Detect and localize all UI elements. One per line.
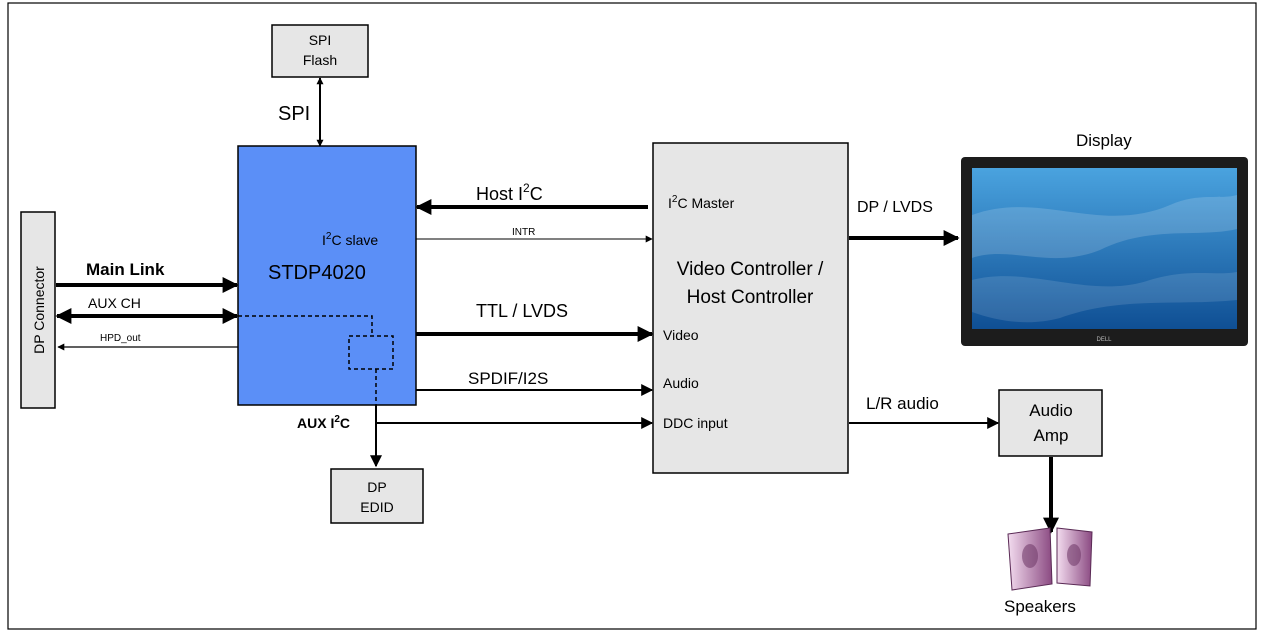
display-label: Display <box>1076 131 1132 150</box>
internal-aux-path <box>238 315 373 336</box>
video-controller-block: I2C Master Video Controller / Host Contr… <box>652 142 849 474</box>
video-controller-line2: Host Controller <box>687 287 814 308</box>
audio-port-label: Audio <box>663 375 699 391</box>
internal-mux <box>348 335 394 370</box>
i2c-slave-label: I2C slave <box>322 231 378 248</box>
dp-edid-line1: DP <box>367 479 386 495</box>
outer-frame <box>7 2 1257 630</box>
dp-edid-line2: EDID <box>360 499 393 515</box>
speakers-label: Speakers <box>1004 597 1076 616</box>
i2c-master-label: I2C Master <box>668 194 735 211</box>
video-port-label: Video <box>663 327 699 343</box>
stdp4020-block: I2C slave STDP4020 <box>237 145 417 406</box>
display-monitor: DELL <box>961 157 1248 346</box>
dp-connector-label: DP Connector <box>31 266 47 354</box>
dp-edid-block: DP EDID <box>330 468 424 524</box>
spi-flash-block: SPI Flash <box>271 24 369 78</box>
dp-lvds-label: DP / LVDS <box>857 199 933 216</box>
video-controller-line1: Video Controller / <box>677 259 824 280</box>
aux-ch-label: AUX CH <box>88 295 141 311</box>
spi-label: SPI <box>278 103 310 125</box>
spi-flash-line1: SPI <box>309 32 332 48</box>
lr-audio-label: L/R audio <box>866 394 939 413</box>
ttl-lvds-label: TTL / LVDS <box>476 301 568 321</box>
stdp4020-label: STDP4020 <box>268 262 366 284</box>
audio-amp-block: Audio Amp <box>998 389 1103 457</box>
ddc-input-label: DDC input <box>663 415 728 431</box>
audio-amp-line1: Audio <box>1029 401 1072 420</box>
main-link-label: Main Link <box>86 260 165 279</box>
host-i2c-label: Host I2C <box>476 181 543 204</box>
audio-amp-line2: Amp <box>1034 426 1069 445</box>
spi-flash-line2: Flash <box>303 52 337 68</box>
dp-connector-block: DP Connector <box>20 211 56 409</box>
aux-i2c-label: AUX I2C <box>297 414 350 431</box>
intr-label: INTR <box>512 227 535 238</box>
speakers-icon <box>1007 527 1093 591</box>
hpd-out-label: HPD_out <box>100 333 141 344</box>
spdif-label: SPDIF/I2S <box>468 369 548 388</box>
display-brand-logo: DELL <box>1096 337 1112 343</box>
